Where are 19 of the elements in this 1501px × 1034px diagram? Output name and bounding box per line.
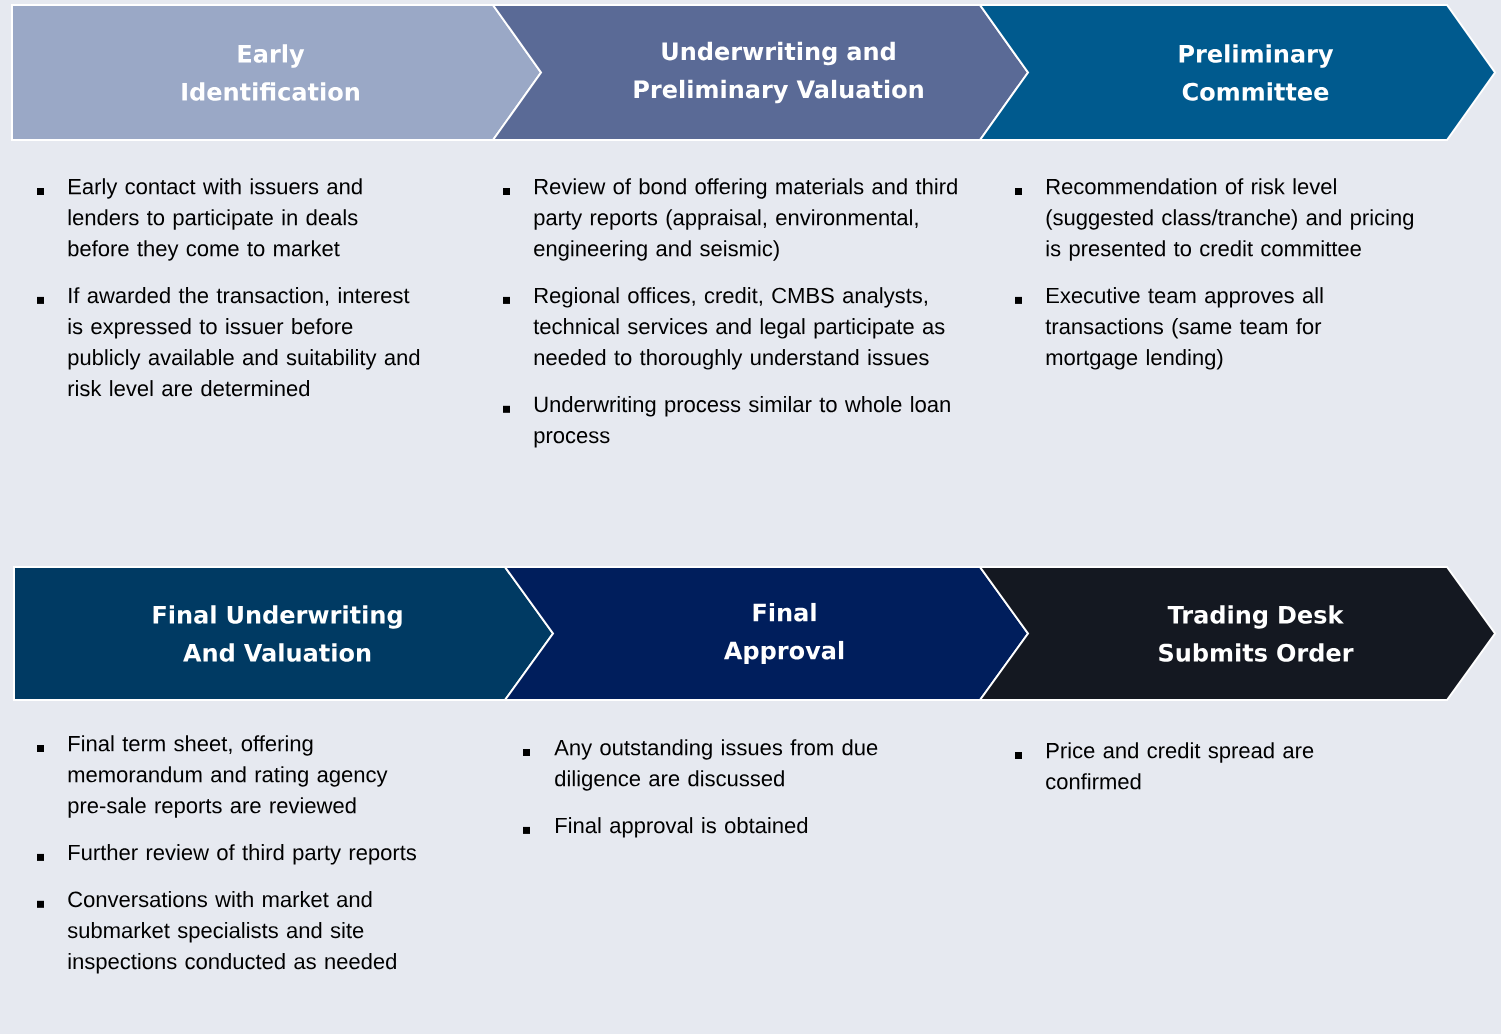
bullet-item: If awarded the transaction, interest is expressed to issuer before publicly available and suitability and risk level are determined	[37, 287, 420, 397]
bullet-item: Regional offices, credit, CMBS analysts, technical services and legal participate as needed to thoroughly understand issues	[503, 287, 945, 370]
bullet-item: Any outstanding issues from due diligence are discussed	[523, 739, 878, 791]
bullet-item: Executive team approves all transactions (same team for mortgage lending)	[1015, 287, 1323, 370]
bullet-item: Conversations with market and submarket specialists and site inspections conducted as needed	[37, 891, 396, 974]
stage-banner: Early Identification	[11, 4, 543, 141]
bullet-item: Final approval is obtained	[523, 817, 808, 838]
stage-banner: Underwriting and Preliminary Valuation	[491, 4, 1030, 141]
bullet-item: Underwriting process similar to whole loan process	[503, 396, 950, 448]
stage-banner: Final Underwriting And Valuation	[13, 566, 555, 701]
stage-banner: Final Approval	[503, 566, 1030, 701]
bullet-item: Price and credit spread are confirmed	[1015, 742, 1314, 790]
bullet-item: Review of bond offering materials and third party reports (appraisal, environmental, engineering and seismic)	[503, 178, 957, 261]
stage-banner: Trading Desk Submits Order	[978, 566, 1497, 701]
stage-banner: Preliminary Committee	[978, 4, 1497, 141]
bullet-item: Further review of third party reports	[37, 844, 417, 865]
bullet-item: Final term sheet, offering memorandum and rating agency pre-sale reports are reviewed	[37, 735, 388, 818]
bullet-item: Early contact with issuers and lenders to participate in deals before they come to market	[37, 178, 362, 261]
bullet-item: Recommendation of risk level (suggested class/tranche) and pricing is presented to credit committee	[1015, 178, 1414, 261]
